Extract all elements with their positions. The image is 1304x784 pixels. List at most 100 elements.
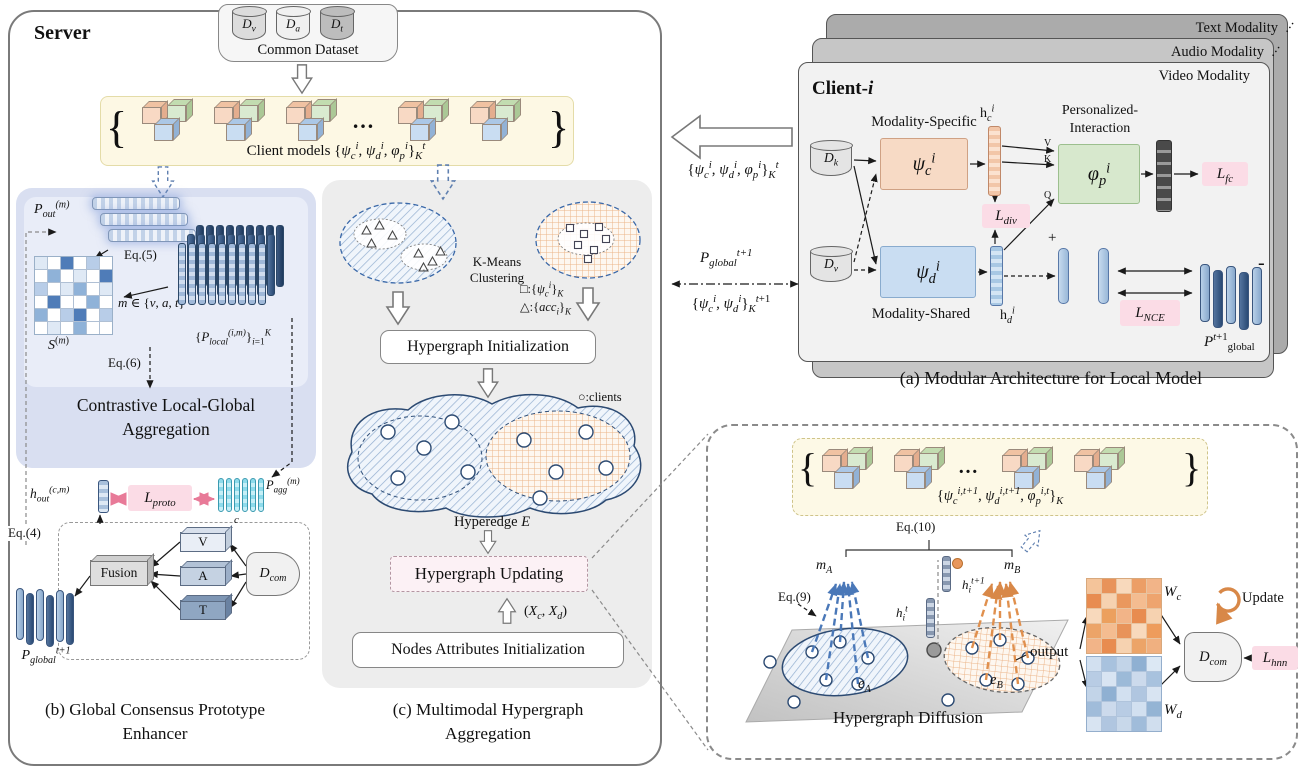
video-model-cube-icon [1074, 455, 1093, 472]
h-c-bar [988, 126, 1001, 196]
zoom-ellipsis: … [958, 456, 978, 478]
legend-square: □:{ψci}K [520, 279, 564, 299]
l-proto-label: Lproto [128, 485, 192, 511]
client-model-cubes [140, 98, 192, 142]
eq10-label: Eq.(10) [896, 519, 936, 534]
w-c-heatmap [1086, 578, 1162, 654]
fusion-label: Fusion [100, 565, 138, 580]
p-global-label-a: Pt+1global [1204, 331, 1255, 353]
video-model-cube-icon [894, 455, 913, 472]
d-com-datastore-zoom: Dcom [1184, 632, 1242, 682]
l-hnn-label: Lhnn [1252, 646, 1298, 670]
t-feature-slab: T [180, 600, 226, 620]
brace-close: } [548, 103, 570, 152]
server-title: Server [34, 22, 91, 44]
client-i-title: Client-i [812, 78, 874, 99]
p-global-bars-a [1200, 264, 1262, 330]
video-model-cube-icon [470, 107, 489, 124]
legend-triangle: △:{acci}K [520, 300, 571, 317]
video-model-cube-icon [398, 107, 417, 124]
text-model-cube-icon [410, 124, 429, 141]
l-hnn-text: Lhnn [1262, 649, 1288, 669]
l-fc-label: Lfc [1202, 162, 1248, 186]
v-feature-slab: V [180, 532, 226, 552]
client-model-cubes [212, 98, 264, 142]
dataset-dt-label: Dt [331, 16, 343, 35]
positive-proto-bar [1058, 248, 1069, 304]
text-model-cube-icon [298, 124, 317, 141]
updated-model-cubes [820, 446, 872, 490]
eq5-label: Eq.(5) [124, 247, 157, 262]
common-dataset-label: Common Dataset [257, 42, 359, 58]
xc-xd-label: (Xc, Xd) [524, 604, 567, 622]
p-out-bars [108, 229, 196, 242]
fc-feature-bar [1156, 140, 1172, 212]
dv2-label: Dv [823, 256, 839, 275]
text-model-cube-icon [154, 124, 173, 141]
q-input-label: Q [1044, 190, 1052, 201]
p-out-bars [100, 213, 188, 226]
h-d-bar [990, 246, 1003, 306]
nodes-attr-init-label: Nodes Attributes Initialization [391, 641, 585, 658]
video-model-cube-icon [286, 107, 305, 124]
dataset-dv-label: Dv [242, 16, 256, 35]
video-model-cube-icon [142, 107, 161, 124]
zoom-brace-open: { [798, 445, 818, 490]
output-label: output [1030, 644, 1069, 660]
left-arrow-icon [670, 114, 793, 160]
brace-open: { [106, 103, 128, 152]
fusion-box: Fusion [90, 560, 148, 586]
text-model-cube-icon [226, 124, 245, 141]
plus-sign: + [1048, 230, 1057, 246]
h-i-t1-label: hit+1 [962, 576, 985, 596]
panel-c-caption: (c) Multimodal Hypergraph Aggregation [392, 700, 584, 744]
h-i-t-label: hit [896, 604, 908, 624]
client-model-cubes [284, 98, 336, 142]
p-out-bars [92, 197, 180, 210]
d-com-datastore: Dcom [246, 552, 300, 596]
t-slab-label: T [199, 602, 207, 617]
dataset-dk-cylinder: Dk [809, 140, 853, 176]
video-model-cube-icon [1002, 455, 1021, 472]
p-global-link-label: Pglobalt+1 [700, 247, 753, 269]
text-model-cube-icon [1014, 472, 1033, 489]
p-out-label: Pout(m) [34, 199, 70, 220]
updated-model-cubes [1000, 446, 1052, 490]
eq4-label: Eq.(4) [8, 525, 41, 541]
p-local-label: {Plocal(i,m)}i=1K [195, 328, 271, 348]
video-model-cube-icon [214, 107, 233, 124]
zoom-brace-close: } [1182, 445, 1202, 490]
eq9-label: Eq.(9) [778, 589, 811, 604]
panel-b-caption: (b) Global Consensus Prototype Enhancer [44, 700, 266, 744]
ellipsis: … [352, 108, 374, 133]
similarity-matrix-heatmap [34, 256, 113, 335]
e-b-label: eB [990, 672, 1003, 691]
c-subscript: c [234, 514, 239, 526]
phi-p-module: φpi [1058, 144, 1140, 204]
hypergraph-diffusion-label: Hypergraph Diffusion [833, 708, 983, 727]
dataset-da-cylinder: Da [275, 6, 311, 40]
h-i-t-bar [926, 598, 935, 638]
h-out-bar [98, 480, 109, 513]
modality-text-label: Text Modality [1195, 20, 1278, 36]
text-model-cube-icon [1086, 472, 1105, 489]
minus-sign: - [1258, 252, 1265, 274]
text-model-cube-icon [482, 124, 501, 141]
text-model-cube-icon [906, 472, 925, 489]
panel-a-caption: (a) Modular Architecture for Local Model [899, 368, 1203, 388]
v-input-label: V [1044, 138, 1052, 149]
p-global-bars [16, 588, 74, 647]
video-model-cube-icon [822, 455, 841, 472]
contrastive-aggregation-label: Contrastive Local-Global Aggregation [76, 395, 256, 439]
l-div-label: Ldiv [982, 204, 1030, 228]
hypergraph-updating-box: Hypergraph Updating [390, 556, 588, 592]
dataset-dv2-cylinder: Dv [809, 246, 853, 282]
hypergraph-init-box: Hypergraph Initialization [380, 330, 596, 364]
m-set-label: m ∈ {v, a, t} [118, 295, 185, 310]
updated-models-label: {ψci,t+1, ψdi,t+1, φpi,t}K [936, 486, 1064, 507]
client-model-cubes [468, 98, 520, 142]
clients-legend: ○:clients [578, 390, 622, 404]
updated-model-cubes [892, 446, 944, 490]
text-model-cube-icon [834, 472, 853, 489]
